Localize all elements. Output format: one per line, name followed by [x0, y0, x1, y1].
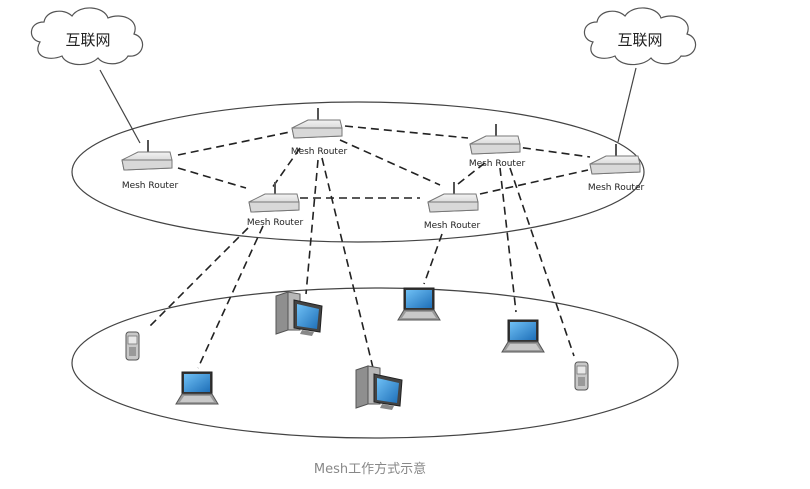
laptop-icon: [397, 287, 441, 321]
mesh-links: [177, 125, 591, 199]
mesh-router-label: Mesh Router: [424, 221, 481, 231]
desktop-computer-icon: [275, 291, 323, 337]
mesh-router-label: Mesh Router: [247, 218, 304, 228]
uplink-right: [617, 67, 637, 143]
mesh-router-4: Mesh Router: [588, 143, 645, 193]
mesh-router-label: Mesh Router: [588, 183, 645, 193]
client-links: [149, 157, 575, 373]
mesh-router-6: Mesh Router: [424, 181, 481, 231]
internet-cloud-left: 互联网: [30, 7, 144, 66]
mesh-router-2: Mesh Router: [291, 107, 348, 157]
mesh-router-label: Mesh Router: [122, 181, 179, 191]
mesh-router-5: Mesh Router: [247, 181, 304, 228]
client-layer-ellipse: [71, 287, 679, 439]
internet-label-left: 互联网: [65, 31, 110, 49]
mesh-router-1: Mesh Router: [121, 139, 179, 191]
phone-icon: [574, 361, 589, 391]
mesh-router-label: Mesh Router: [469, 159, 526, 169]
desktop-computer-icon: [355, 365, 403, 411]
phone-icon: [125, 331, 140, 361]
mesh-router-label: Mesh Router: [291, 147, 348, 157]
internet-label-right: 互联网: [617, 31, 662, 49]
uplink-left: [99, 69, 141, 144]
mesh-router-3: Mesh Router: [469, 123, 526, 169]
router-layer-ellipse: [71, 101, 645, 243]
figure-caption: Mesh工作方式示意: [313, 462, 427, 477]
laptop-icon: [501, 319, 545, 353]
internet-cloud-right: 互联网: [583, 7, 697, 66]
laptop-icon: [175, 371, 219, 405]
